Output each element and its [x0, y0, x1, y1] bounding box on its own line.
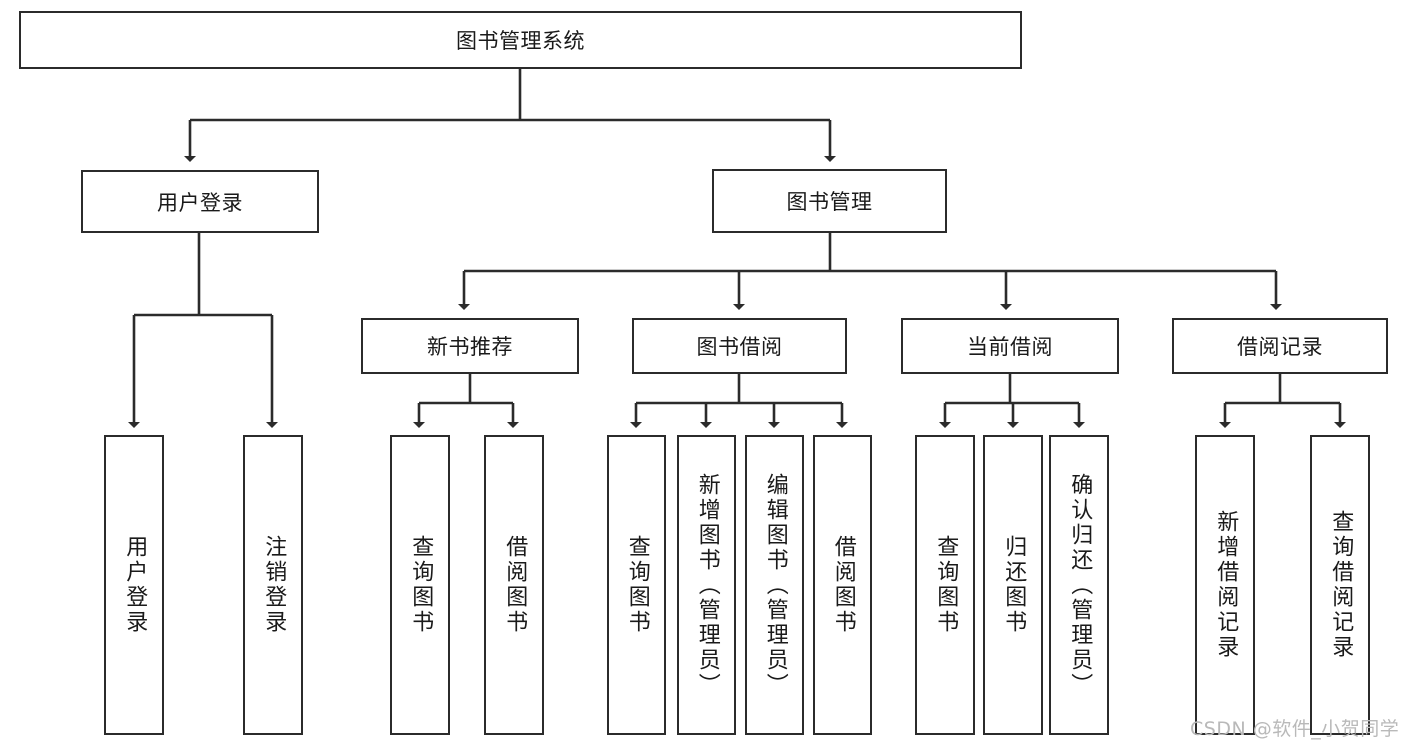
leaf-book-borrow-2-label: 新增图书（管理员）	[694, 472, 720, 698]
leaf-current-borrow-1[interactable]: 查询图书	[915, 435, 975, 735]
node-new-book-recommend-label: 新书推荐	[427, 335, 513, 359]
node-borrow-record[interactable]: 借阅记录	[1172, 318, 1388, 374]
leaf-user-login-1[interactable]: 用户登录	[104, 435, 164, 735]
leaf-book-borrow-3-label: 编辑图书（管理员）	[762, 472, 788, 698]
leaf-user-login-2-label: 注销登录	[261, 535, 287, 635]
leaf-book-borrow-4[interactable]: 借阅图书	[813, 435, 872, 735]
leaf-book-borrow-1-label: 查询图书	[624, 535, 650, 635]
leaf-book-borrow-3[interactable]: 编辑图书（管理员）	[745, 435, 804, 735]
leaf-borrow-record-1[interactable]: 新增借阅记录	[1195, 435, 1255, 735]
leaf-current-borrow-1-label: 查询图书	[933, 535, 959, 635]
node-root-title[interactable]: 图书管理系统	[19, 11, 1022, 69]
leaf-borrow-record-1-label: 新增借阅记录	[1213, 510, 1239, 660]
leaf-new-book-1-label: 查询图书	[408, 535, 434, 635]
leaf-book-borrow-4-label: 借阅图书	[830, 535, 856, 635]
node-borrow-record-label: 借阅记录	[1237, 335, 1323, 359]
leaf-user-login-2[interactable]: 注销登录	[243, 435, 303, 735]
leaf-current-borrow-2-label: 归还图书	[1001, 535, 1027, 635]
node-root-title-label: 图书管理系统	[456, 29, 585, 53]
leaf-current-borrow-3-label: 确认归还（管理员）	[1067, 472, 1093, 698]
node-user-login-label: 用户登录	[157, 190, 243, 215]
node-book-borrow-label: 图书借阅	[696, 335, 783, 359]
node-book-borrow[interactable]: 图书借阅	[632, 318, 847, 374]
leaf-borrow-record-2[interactable]: 查询借阅记录	[1310, 435, 1370, 735]
leaf-book-borrow-1[interactable]: 查询图书	[607, 435, 666, 735]
watermark-text: CSDN @软件_小贺同学	[1190, 718, 1400, 740]
node-book-management[interactable]: 图书管理	[712, 169, 947, 233]
node-book-management-label: 图书管理	[786, 190, 873, 214]
leaf-current-borrow-2[interactable]: 归还图书	[983, 435, 1043, 735]
leaf-new-book-2-label: 借阅图书	[502, 535, 528, 635]
leaf-new-book-1[interactable]: 查询图书	[390, 435, 450, 735]
node-current-borrow[interactable]: 当前借阅	[901, 318, 1119, 374]
node-current-borrow-label: 当前借阅	[967, 335, 1053, 359]
leaf-new-book-2[interactable]: 借阅图书	[484, 435, 544, 735]
node-user-login[interactable]: 用户登录	[81, 170, 319, 233]
node-new-book-recommend[interactable]: 新书推荐	[361, 318, 579, 374]
leaf-user-login-1-label: 用户登录	[122, 535, 148, 635]
leaf-borrow-record-2-label: 查询借阅记录	[1328, 510, 1354, 660]
leaf-current-borrow-3[interactable]: 确认归还（管理员）	[1049, 435, 1109, 735]
leaf-book-borrow-2[interactable]: 新增图书（管理员）	[677, 435, 736, 735]
